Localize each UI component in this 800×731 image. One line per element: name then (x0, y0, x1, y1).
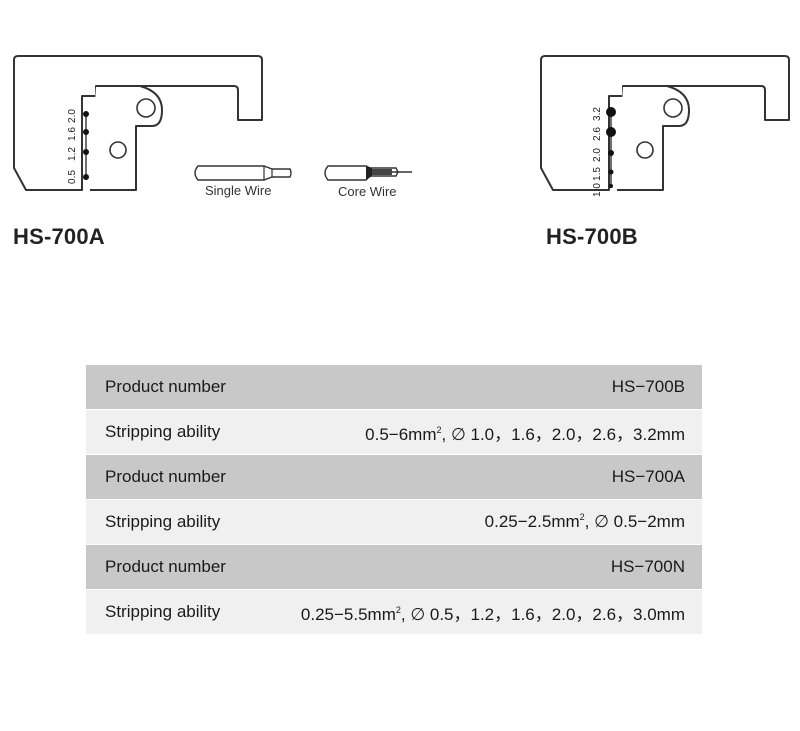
row-value: HS−700N (610, 557, 685, 576)
row-value: 0.5−6mm2, ∅ 1.0，1.6，2.0，2.6，3.2mm (365, 424, 685, 444)
row-value: HS−700A (611, 467, 685, 486)
hs-700b-size-label: 2.6 (592, 127, 603, 141)
row-label: Stripping ability (105, 602, 221, 621)
product-number-row: Product number HS−700B (86, 365, 702, 409)
hs-700b-size-label: 3.2 (592, 107, 603, 121)
stripping-ability-row: Stripping ability 0.25−5.5mm2, ∅ 0.5，1.2… (86, 590, 702, 634)
row-value: 0.25−2.5mm2, ∅ 0.5−2mm (484, 512, 685, 531)
hs-700a-size-label: 1.6 (67, 127, 78, 141)
row-label: Product number (105, 467, 226, 486)
hs-700b-size-label: 1.0 (592, 183, 603, 197)
hs-700b-model-label: HS-700B (546, 224, 638, 249)
product-number-row: Product number HS−700N (86, 545, 702, 589)
row-label: Stripping ability (105, 512, 221, 531)
single-wire-icon (194, 165, 292, 181)
hs-700a-size-label: 1.2 (67, 147, 78, 161)
hs-700a-model-label: HS-700A (13, 224, 105, 249)
row-value: 0.25−5.5mm2, ∅ 0.5，1.2，1.6，2.0，2.6，3.0mm (300, 604, 685, 624)
core-wire-caption: Core Wire (338, 184, 397, 199)
row-label: Stripping ability (105, 422, 221, 441)
product-number-row: Product number HS−700A (86, 455, 702, 499)
spec-table: Product number HS−700B Stripping ability… (86, 365, 702, 635)
hs-700a-blade (13, 55, 263, 191)
hs-700a-size-label: 0.5 (67, 170, 78, 184)
single-wire-caption: Single Wire (205, 183, 272, 198)
stripping-ability-row: Stripping ability 0.25−2.5mm2, ∅ 0.5−2mm (86, 500, 702, 544)
row-value: HS−700B (611, 377, 685, 396)
hs-700b-size-label: 1.5 (592, 167, 603, 181)
stripping-ability-row: Stripping ability 0.5−6mm2, ∅ 1.0，1.6，2.… (86, 410, 702, 454)
core-wire-icon (324, 165, 412, 181)
row-label: Product number (105, 377, 226, 396)
hs-700b-blade (540, 55, 790, 191)
row-label: Product number (105, 557, 226, 576)
hs-700a-size-label: 2.0 (67, 109, 78, 123)
hs-700b-size-label: 2.0 (592, 148, 603, 162)
